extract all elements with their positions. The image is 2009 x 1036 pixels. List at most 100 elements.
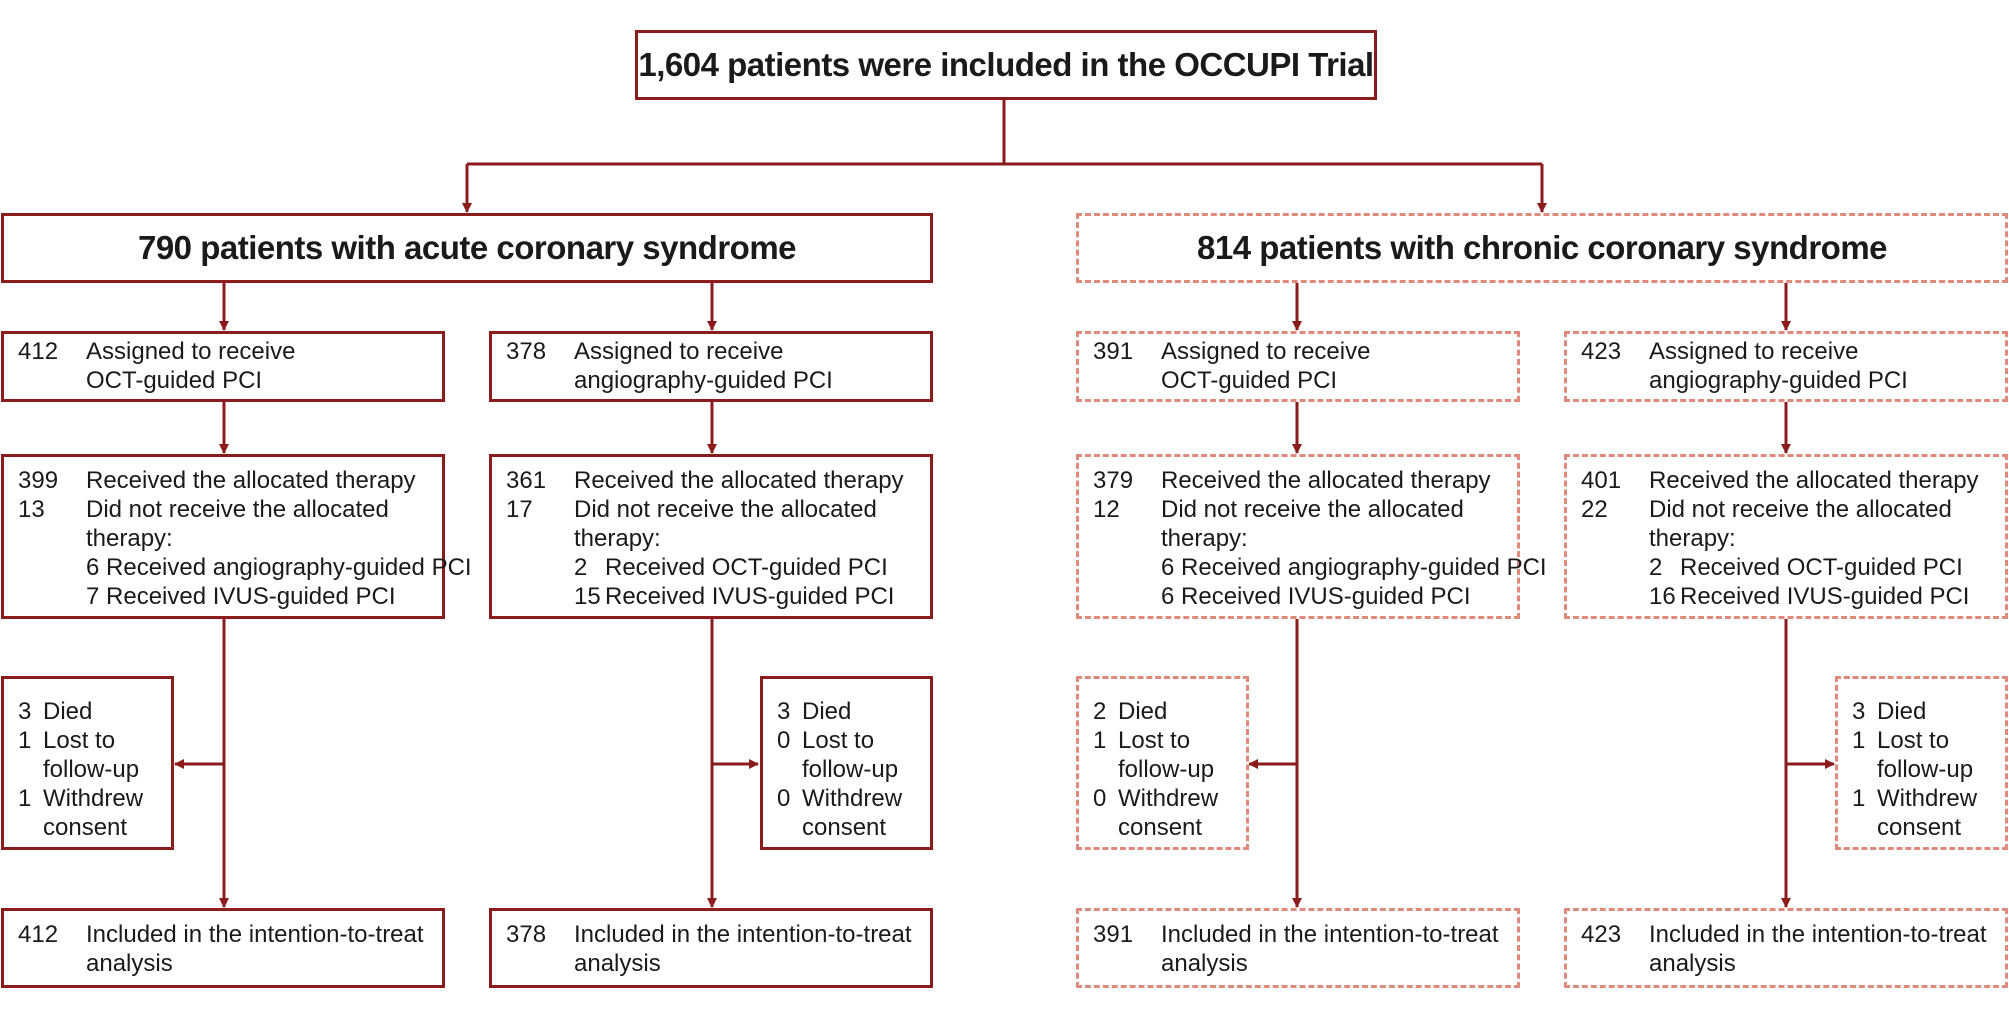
count: 1 — [1852, 727, 1866, 754]
count: 0 — [777, 785, 791, 812]
acs-angio-received-box: 361 Received the allocated therapy 17 Did … — [489, 454, 933, 619]
lost-text: follow-up — [43, 756, 140, 783]
count: 391 — [1093, 921, 1134, 948]
ccs-oct-itt-box: 391 Included in the intention-to-treat an… — [1076, 908, 1520, 988]
withdrew-text: Withdrew — [802, 785, 903, 812]
count: 12 — [1093, 496, 1120, 523]
withdrew-text: consent — [43, 814, 128, 841]
withdrew-text: consent — [1877, 814, 1962, 841]
count: 3 — [777, 698, 791, 725]
ccs-angio-assigned-box: 423 Assigned to receive angiography-guide… — [1564, 331, 2008, 402]
lost-text: follow-up — [802, 756, 899, 783]
crossover-item: 6 Received IVUS-guided PCI — [1161, 583, 1471, 610]
itt-text: analysis — [1649, 950, 1736, 977]
count: 361 — [506, 467, 547, 494]
crossover-item: 6 Received angiography-guided PCI — [1161, 554, 1547, 581]
crossover-item: 7 Received IVUS-guided PCI — [86, 583, 396, 610]
count: 16 — [1649, 583, 1676, 610]
acs-oct-assigned-box: 412 Assigned to receive OCT-guided PCI — [1, 331, 445, 402]
crossover-text: Received IVUS-guided PCI — [605, 583, 895, 610]
count: 0 — [1093, 785, 1107, 812]
count: 2 — [1093, 698, 1107, 725]
lost-text: Lost to — [43, 727, 116, 754]
count: 3 — [18, 698, 32, 725]
assigned-text: Assigned to receive — [1161, 338, 1371, 365]
received-text: Received the allocated therapy — [1161, 467, 1491, 494]
not-received-text: therapy: — [574, 525, 661, 552]
died-text: Died — [1118, 698, 1168, 725]
lost-text: follow-up — [1118, 756, 1215, 783]
not-received-text: Did not receive the allocated — [1649, 496, 1952, 523]
withdrew-text: Withdrew — [43, 785, 144, 812]
count: 0 — [777, 727, 791, 754]
count: 378 — [506, 338, 547, 365]
withdrew-text: Withdrew — [1877, 785, 1978, 812]
count: 401 — [1581, 467, 1622, 494]
not-received-text: therapy: — [1649, 525, 1736, 552]
not-received-text: therapy: — [86, 525, 173, 552]
received-text: Received the allocated therapy — [574, 467, 904, 494]
assigned-text: OCT-guided PCI — [86, 367, 263, 394]
crossover-text: Received OCT-guided PCI — [1680, 554, 1963, 581]
not-received-text: Did not receive the allocated — [574, 496, 877, 523]
count: 423 — [1581, 338, 1622, 365]
died-text: Died — [43, 698, 93, 725]
count: 1 — [18, 785, 32, 812]
withdrew-text: consent — [802, 814, 887, 841]
assigned-text: Assigned to receive — [86, 338, 296, 365]
count: 13 — [18, 496, 45, 523]
count: 399 — [18, 467, 59, 494]
itt-text: Included in the intention-to-treat — [1161, 921, 1499, 948]
withdrew-text: consent — [1118, 814, 1203, 841]
total-patients-box: 1,604 patients were included in the OCCU… — [635, 30, 1377, 100]
count: 17 — [506, 496, 533, 523]
count: 379 — [1093, 467, 1134, 494]
assigned-text: Assigned to receive — [574, 338, 784, 365]
lost-text: Lost to — [1877, 727, 1950, 754]
assigned-text: Assigned to receive — [1649, 338, 1859, 365]
died-text: Died — [802, 698, 852, 725]
itt-text: Included in the intention-to-treat — [86, 921, 424, 948]
assigned-text: angiography-guided PCI — [1649, 367, 1908, 394]
count: 1 — [18, 727, 32, 754]
crossover-text: Received IVUS-guided PCI — [1680, 583, 1970, 610]
lost-text: Lost to — [1118, 727, 1191, 754]
acs-label: 790 patients with acute coronary syndrom… — [137, 229, 797, 266]
ccs-label: 814 patients with chronic coronary syndr… — [1196, 229, 1888, 266]
count: 2 — [1649, 554, 1663, 581]
count: 391 — [1093, 338, 1134, 365]
received-text: Received the allocated therapy — [1649, 467, 1979, 494]
lost-text: Lost to — [802, 727, 875, 754]
not-received-text: Did not receive the allocated — [86, 496, 389, 523]
crossover-item: 6 Received angiography-guided PCI — [86, 554, 472, 581]
assigned-text: OCT-guided PCI — [1161, 367, 1338, 394]
itt-text: Included in the intention-to-treat — [1649, 921, 1987, 948]
count: 1 — [1852, 785, 1866, 812]
acs-box: 790 patients with acute coronary syndrom… — [1, 213, 933, 283]
count: 15 — [574, 583, 601, 610]
count: 412 — [18, 338, 59, 365]
count: 1 — [1093, 727, 1107, 754]
died-text: Died — [1877, 698, 1927, 725]
total-patients-label: 1,604 patients were included in the OCCU… — [638, 46, 1374, 83]
itt-text: analysis — [86, 950, 173, 977]
lost-text: follow-up — [1877, 756, 1974, 783]
count: 3 — [1852, 698, 1866, 725]
itt-text: analysis — [1161, 950, 1248, 977]
ccs-box: 814 patients with chronic coronary syndr… — [1076, 213, 2008, 283]
itt-text: Included in the intention-to-treat — [574, 921, 912, 948]
